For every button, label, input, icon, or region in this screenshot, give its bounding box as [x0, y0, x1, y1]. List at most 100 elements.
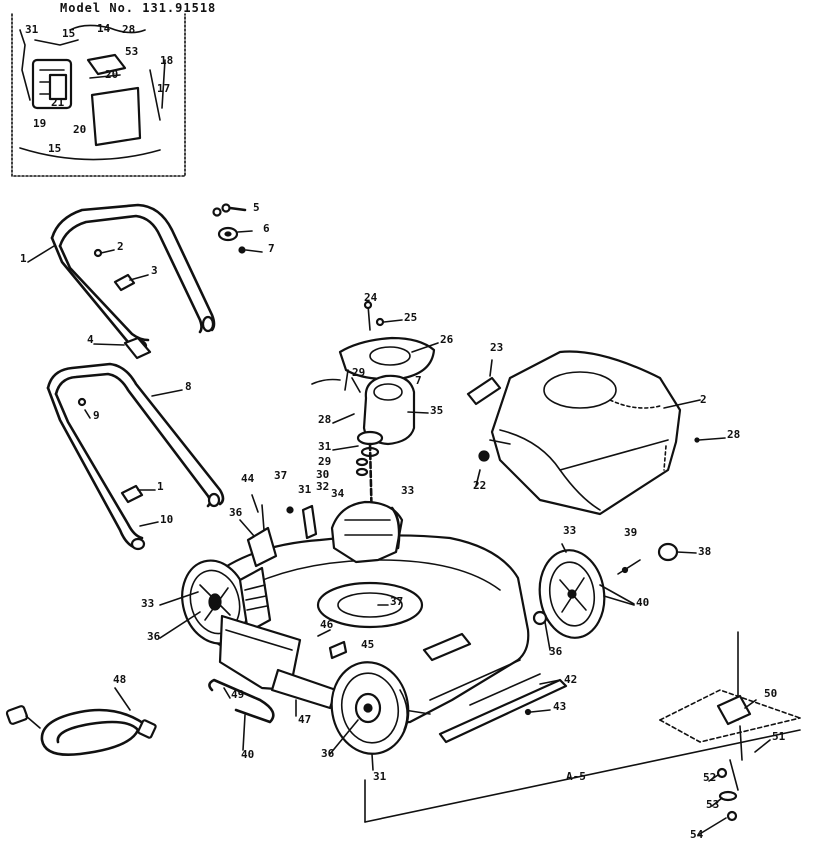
callout-c-37: 37: [274, 469, 287, 482]
bracket-44: [246, 504, 278, 568]
inset-border: [11, 13, 186, 177]
callout-c-1: 1: [20, 252, 27, 265]
page-reference: A-5: [566, 770, 586, 783]
bracket-45: [328, 640, 348, 660]
callout-c-28b: 28: [727, 428, 740, 441]
callout-i-14: 14: [97, 22, 111, 35]
callout-c-1b: 1: [157, 480, 164, 493]
callout-c-34: 34: [331, 487, 345, 500]
callout-c-4: 4: [87, 333, 94, 346]
callout-c-10: 10: [160, 513, 173, 526]
callout-c-45: 45: [361, 638, 374, 651]
screw-7: [238, 246, 263, 254]
wing-nut-5: [212, 203, 247, 217]
screw-43: [524, 708, 551, 716]
bail-wire-40: [208, 678, 275, 751]
callout-c-6: 6: [263, 222, 270, 235]
callout-c-8: 8: [185, 380, 192, 393]
callout-labels: 1234567891102425262322972835312930322822…: [20, 22, 786, 841]
callout-c-28: 28: [318, 413, 331, 426]
callout-c-40b: 40: [241, 748, 254, 761]
inset-cover: [90, 86, 142, 147]
callout-i-17: 17: [157, 82, 170, 95]
nut-52: [716, 767, 728, 779]
callout-c-53: 53: [706, 798, 719, 811]
callout-c-7: 7: [268, 242, 275, 255]
extension-cord: [5, 687, 157, 756]
callout-c-42: 42: [564, 673, 577, 686]
inset-detail: Model No. 131.91518: [11, 1, 216, 177]
bolt-37: [286, 506, 294, 514]
callout-c-24: 24: [364, 291, 378, 304]
callout-c-35: 35: [430, 404, 443, 417]
rear-axle-42: [438, 673, 568, 744]
callout-c-2: 2: [117, 240, 124, 253]
callout-c-36b: 36: [147, 630, 161, 643]
callout-c-31b: 31: [298, 483, 312, 496]
callout-c-48: 48: [113, 673, 126, 686]
handle-bolt-2: [93, 248, 103, 258]
callout-i-18: 18: [160, 54, 173, 67]
callout-c-31: 31: [318, 440, 332, 453]
callout-c-33c: 33: [141, 597, 154, 610]
inset-switch-box: [48, 73, 68, 101]
callout-c-31c: 31: [373, 770, 387, 783]
height-adjuster: [238, 566, 272, 634]
bottom-detail-panel: [364, 631, 801, 823]
callout-i-15: 15: [62, 27, 75, 40]
callout-c-29: 29: [352, 366, 365, 379]
callout-c-22: 22: [473, 479, 486, 492]
callout-c-29b: 29: [318, 455, 331, 468]
callout-i-28: 28: [122, 23, 135, 36]
rear-wheel: [330, 661, 410, 755]
callout-c-50: 50: [764, 687, 777, 700]
callout-c-2b: 2: [700, 393, 707, 406]
knob-22: [478, 450, 490, 462]
callout-c-37b: 37: [390, 595, 403, 608]
callout-c-30: 30: [316, 468, 329, 481]
callout-c-32: 32: [316, 480, 329, 493]
callout-i-20b: 20: [73, 123, 86, 136]
callout-c-38: 38: [698, 545, 711, 558]
callout-c-43: 43: [553, 700, 566, 713]
callout-i-19: 19: [33, 117, 46, 130]
model-number-title: Model No. 131.91518: [60, 1, 216, 15]
callout-i-20: 20: [105, 68, 118, 81]
callout-c-23: 23: [490, 341, 503, 354]
blade-33: [390, 506, 401, 550]
callout-c-36d: 36: [321, 747, 335, 760]
axle-40: [599, 584, 635, 605]
callout-c-36c: 36: [549, 645, 563, 658]
lower-handle: [46, 362, 225, 551]
deck-center-opening: [316, 581, 424, 629]
bracket-31: [301, 504, 318, 540]
shroud-pin: [489, 439, 511, 445]
handle-clip-4: [123, 336, 152, 360]
washer-53: [718, 790, 738, 802]
callout-i-21: 21: [51, 96, 65, 109]
motor-assembly: [311, 300, 436, 614]
callout-c-26: 26: [440, 333, 454, 346]
decal-23: [466, 376, 502, 406]
callout-c-33: 33: [401, 484, 414, 497]
callout-c-52: 52: [703, 771, 716, 784]
callout-c-5: 5: [253, 201, 260, 214]
cord-plug-left: [5, 705, 29, 725]
blade-housing-34: [330, 500, 404, 564]
callout-c-54: 54: [690, 828, 704, 841]
screw-28: [694, 437, 726, 443]
callout-c-46: 46: [320, 618, 334, 631]
callout-i-15b: 15: [48, 142, 61, 155]
callout-c-9: 9: [93, 409, 100, 422]
callout-i-31: 31: [25, 23, 39, 36]
callout-c-25: 25: [404, 311, 417, 324]
inset-cord: [69, 24, 146, 34]
callout-c-49: 49: [231, 688, 244, 701]
switch-block-50: [716, 694, 752, 726]
callout-c-3: 3: [151, 264, 158, 277]
handle-bolt-9: [77, 397, 87, 407]
washer-6: [217, 226, 253, 242]
nut-54: [726, 810, 738, 822]
